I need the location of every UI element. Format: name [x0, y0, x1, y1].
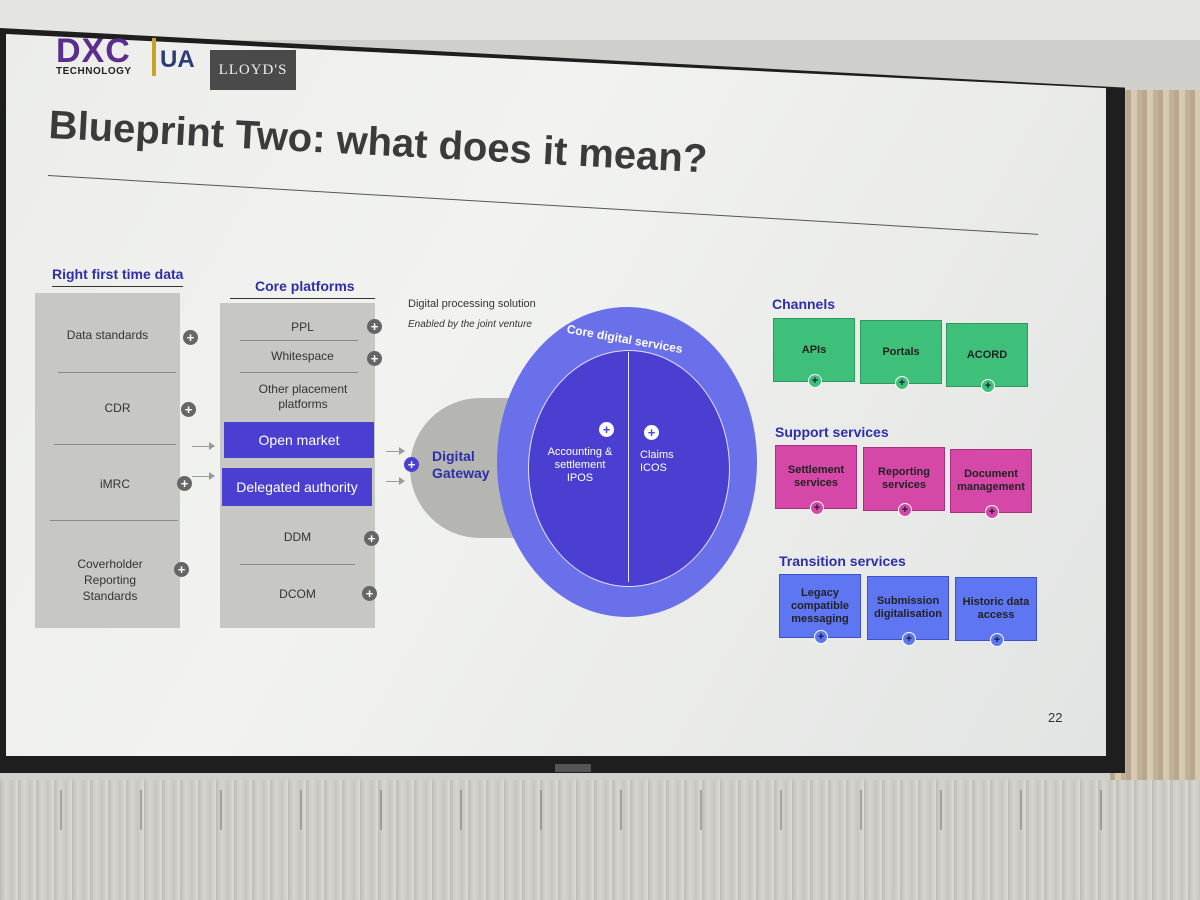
digital-gateway-text: Digital Gateway: [432, 448, 490, 481]
support-settlement[interactable]: Settlement services +: [775, 445, 857, 515]
ddm-plus-icon[interactable]: +: [364, 531, 379, 546]
iua-logo: UA: [148, 38, 198, 88]
whitespace-label: Whitespace: [271, 349, 334, 363]
transition-submission[interactable]: Submission digitalisation +: [867, 576, 949, 646]
whitespace-plus-icon[interactable]: +: [367, 351, 382, 366]
transition-historic-data[interactable]: Historic data access +: [955, 577, 1037, 647]
claims-plus-icon[interactable]: +: [644, 425, 659, 440]
ppl-plus-icon[interactable]: +: [367, 319, 382, 334]
arrow-right-icon: [192, 442, 215, 450]
transition-legacy-label: Legacy compatible messaging: [790, 586, 850, 625]
legacy-plus-icon[interactable]: +: [814, 630, 828, 644]
core-platforms-heading: Core platforms: [230, 278, 375, 299]
channel-apis[interactable]: APIs +: [773, 318, 855, 388]
coverholder-plus-icon[interactable]: +: [174, 562, 189, 577]
arrow-right-icon: [192, 472, 215, 480]
gateway-plus-icon[interactable]: +: [404, 457, 419, 472]
data-standards-label: Data standards: [66, 328, 149, 342]
channels-heading: Channels: [772, 296, 836, 312]
settlement-plus-icon[interactable]: +: [810, 501, 824, 515]
coverholder-reporting-label: Coverholder Reporting Standards: [77, 557, 143, 603]
support-document-label: Document management: [957, 468, 1025, 493]
support-reporting[interactable]: Reporting services +: [863, 447, 945, 517]
reporting-plus-icon[interactable]: +: [898, 503, 912, 517]
dcom-label: DCOM: [279, 587, 316, 601]
other-placement-platforms-label: Other placement platforms: [258, 382, 348, 411]
iua-logo-text: UA: [160, 46, 195, 73]
cdr-plus-icon[interactable]: +: [181, 402, 196, 417]
window-curtain: [1110, 90, 1200, 790]
dxc-logo: DXC TECHNOLOGY: [56, 34, 132, 78]
imrc-plus-icon[interactable]: +: [177, 476, 192, 491]
divider: [54, 444, 176, 445]
support-services-heading: Support services: [775, 424, 889, 440]
digital-processing-sublabel: Enabled by the joint venture: [408, 319, 532, 330]
dxc-logo-text: DXC: [56, 32, 131, 70]
window-frames: [60, 790, 1180, 830]
divider: [50, 520, 178, 521]
channel-portals[interactable]: Portals +: [860, 320, 942, 390]
support-reporting-label: Reporting services: [878, 466, 930, 491]
document-plus-icon[interactable]: +: [985, 505, 999, 519]
channel-acord[interactable]: ACORD +: [946, 323, 1028, 393]
accounting-settlement-title: Accounting & settlement: [547, 446, 613, 471]
data-standards-plus-icon[interactable]: +: [183, 330, 198, 345]
digital-processing-label: Digital processing solution: [408, 298, 536, 310]
divider: [240, 340, 358, 341]
historic-plus-icon[interactable]: +: [990, 633, 1004, 647]
divider: [240, 372, 358, 373]
transition-historic-label: Historic data access: [962, 596, 1030, 621]
lloyds-logo: LLOYD'S: [210, 50, 296, 90]
right-first-time-data-heading: Right first time data: [52, 266, 184, 287]
channel-acord-label: ACORD: [966, 348, 1008, 361]
portals-plus-icon[interactable]: +: [895, 376, 909, 390]
cdr-label: CDR: [104, 401, 131, 415]
submission-plus-icon[interactable]: +: [902, 632, 916, 646]
transition-submission-label: Submission digitalisation: [874, 595, 942, 620]
divider: [240, 564, 355, 565]
ceiling: [0, 0, 1200, 40]
dxc-logo-sub: TECHNOLOGY: [56, 66, 132, 77]
claims-label: Claims ICOS: [640, 449, 690, 475]
acord-plus-icon[interactable]: +: [981, 379, 995, 393]
page-number: 22: [1048, 710, 1063, 725]
ddm-label: DDM: [283, 530, 312, 544]
right-first-time-data-column: [35, 293, 180, 628]
open-market-band[interactable]: Open market: [224, 422, 374, 458]
support-settlement-label: Settlement services: [787, 464, 845, 489]
accounting-plus-icon[interactable]: +: [599, 422, 614, 437]
support-document-management[interactable]: Document management +: [950, 449, 1032, 519]
dcom-plus-icon[interactable]: +: [362, 586, 377, 601]
accounting-settlement-label: Accounting & settlement IPOS: [540, 446, 620, 485]
divider: [58, 372, 176, 373]
arrow-right-icon: [386, 477, 405, 485]
icos-label: ICOS: [640, 462, 667, 474]
imrc-label: iMRC: [100, 477, 130, 491]
transition-legacy[interactable]: Legacy compatible messaging +: [779, 574, 861, 644]
core-platforms-column: [220, 303, 375, 628]
projector-screen-label: [555, 764, 591, 772]
digital-gateway-label: Digital Gateway: [432, 448, 502, 482]
iua-logo-bar: [152, 38, 156, 76]
arrow-right-icon: [386, 447, 405, 455]
channel-apis-label: APIs: [801, 343, 827, 356]
transition-services-heading: Transition services: [779, 553, 906, 569]
delegated-authority-band[interactable]: Delegated authority: [222, 468, 372, 506]
ipos-label: IPOS: [566, 472, 594, 484]
inner-divider: [628, 352, 629, 582]
claims-title: Claims: [640, 449, 674, 461]
channel-portals-label: Portals: [882, 345, 920, 358]
core-digital-services-inner: [528, 350, 730, 587]
apis-plus-icon[interactable]: +: [808, 374, 822, 388]
ppl-label: PPL: [291, 320, 314, 334]
